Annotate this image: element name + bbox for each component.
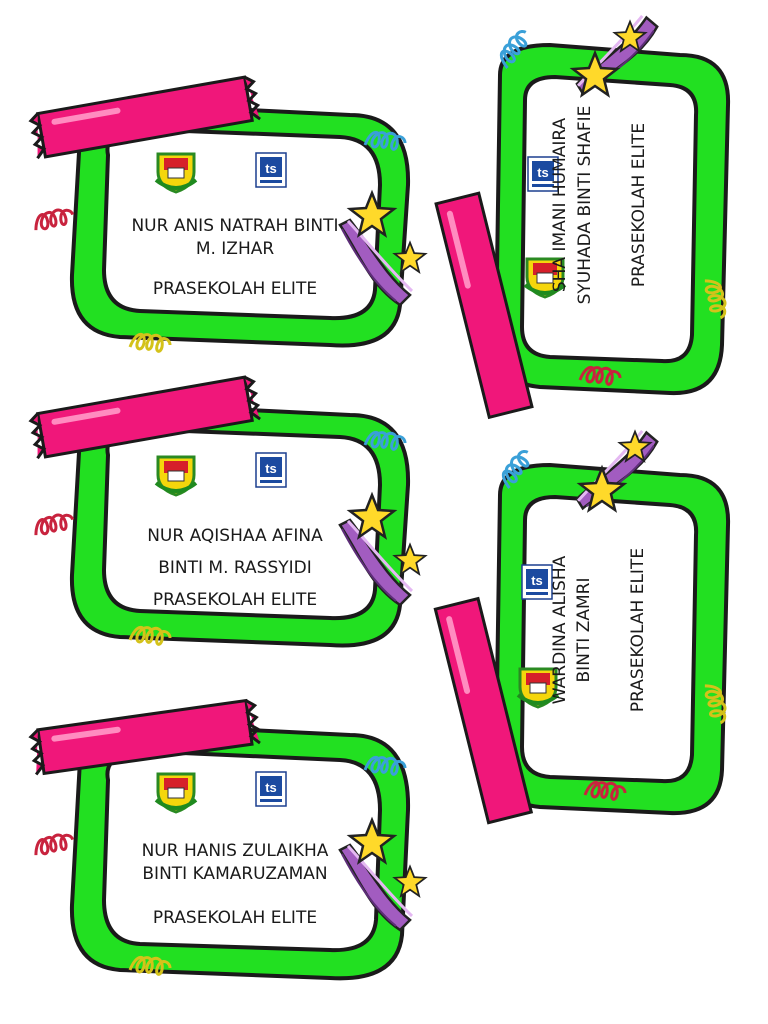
student-name-line-2: BINTI M. RASSYIDI (158, 557, 312, 578)
card-frame (433, 428, 732, 825)
student-name-line-2: SYUHADA BINTI SHAFIE (575, 105, 596, 305)
ribbon-curl-icon (30, 508, 77, 541)
student-name-line-1: WARDINA ALISHA (550, 555, 571, 705)
name-card-3: NUR HANIS ZULAIKHA BINTI KAMARUZAMAN PRA… (28, 690, 430, 1000)
school-crest-icon (154, 455, 198, 497)
class-label: PRASEKOLAH ELITE (628, 122, 649, 288)
name-card-4: SHA IMANI HUMAIRA SYUHADA BINTI SHAFIE P… (434, 13, 760, 420)
card-frame (28, 374, 427, 648)
student-name-line-1: NUR ANIS NATRAH BINTI (131, 215, 339, 236)
name-card-1: NUR ANIS NATRAH BINTI M. IZHAR PRASEKOLA… (28, 74, 430, 365)
class-label: PRASEKOLAH ELITE (152, 279, 318, 300)
student-name-line-2: BINTI ZAMRI (574, 577, 595, 683)
name-card-2: NUR AQISHAA AFINA BINTI M. RASSYIDI PRAS… (28, 374, 430, 665)
card-frame (434, 13, 732, 420)
name-card-5: WARDINA ALISHA BINTI ZAMRI PRASEKOLAH EL… (433, 425, 760, 835)
pink-tape-icon (434, 191, 534, 420)
student-name-line-2: M. IZHAR (195, 238, 275, 259)
student-name-line-1: SHA IMANI HUMAIRA (549, 117, 570, 293)
card-frame (28, 74, 427, 353)
class-label: PRASEKOLAH ELITE (627, 547, 648, 713)
ribbon-curl-icon (128, 332, 172, 353)
school-crest-icon (154, 772, 198, 814)
ribbon-curl-icon (30, 203, 77, 236)
card-frame (28, 697, 427, 981)
pink-tape-icon (433, 596, 534, 825)
ts-logo-icon (255, 152, 287, 188)
student-name-line-2: BINTI KAMARUZAMAN (142, 863, 328, 884)
ts-logo-icon (255, 452, 287, 488)
class-label: PRASEKOLAH ELITE (152, 590, 318, 611)
class-label: PRASEKOLAH ELITE (152, 908, 318, 929)
student-name-line-1: NUR AQISHAA AFINA (147, 525, 323, 546)
student-name-line-1: NUR HANIS ZULAIKHA (141, 840, 329, 861)
ribbon-curl-icon (30, 828, 77, 861)
school-crest-icon (154, 152, 198, 194)
ts-logo-icon (255, 771, 287, 807)
